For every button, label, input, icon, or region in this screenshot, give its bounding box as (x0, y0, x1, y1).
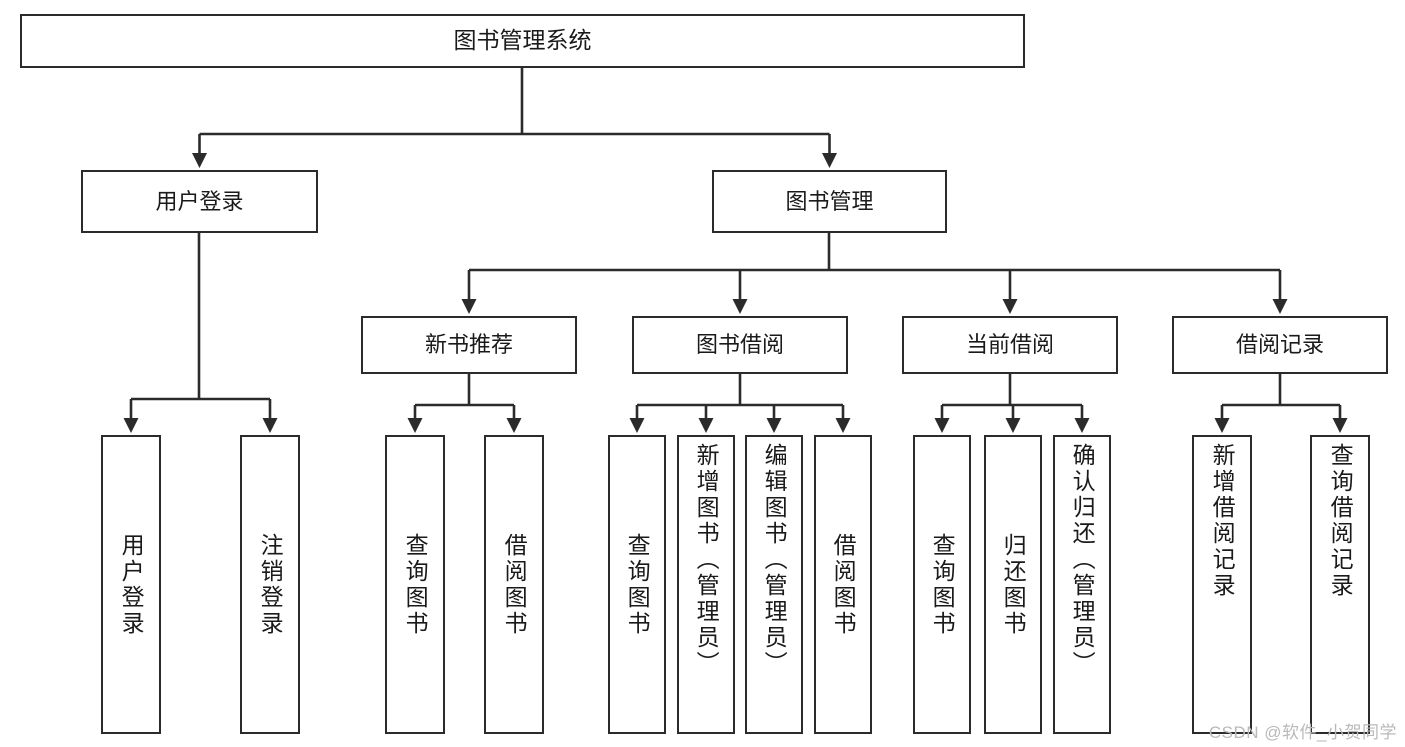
node-label-current-borrow: 当前借阅 (965, 332, 1054, 358)
node-label-leaf-query-book-recommend: 查询图书 (402, 532, 429, 637)
node-label-leaf-borrow-book-recommend: 借阅图书 (501, 532, 528, 637)
node-label-leaf-query-book-borrow: 查询图书 (624, 532, 651, 637)
node-book-borrow[interactable]: 图书借阅 (632, 316, 848, 374)
node-label-root: 图书管理系统 (453, 27, 592, 54)
node-label-user-login: 用户登录 (155, 188, 244, 214)
node-label-leaf-add-book-admin: 新增图书（管理员） (693, 443, 720, 677)
node-leaf-borrow-book[interactable]: 借阅图书 (814, 435, 872, 734)
node-label-leaf-query-book-current: 查询图书 (929, 532, 956, 637)
node-label-leaf-logout-login: 注销登录 (257, 532, 284, 637)
node-leaf-borrow-book-recommend[interactable]: 借阅图书 (484, 435, 544, 734)
node-leaf-logout-login[interactable]: 注销登录 (240, 435, 300, 734)
node-leaf-query-borrow-record[interactable]: 查询借阅记录 (1310, 435, 1370, 734)
node-leaf-query-book-borrow[interactable]: 查询图书 (608, 435, 666, 734)
node-label-leaf-return-book: 归还图书 (1000, 532, 1027, 637)
node-leaf-user-login[interactable]: 用户登录 (101, 435, 161, 734)
node-leaf-confirm-return-admin[interactable]: 确认归还（管理员） (1053, 435, 1111, 734)
node-leaf-return-book[interactable]: 归还图书 (984, 435, 1042, 734)
node-label-leaf-borrow-book: 借阅图书 (830, 532, 857, 637)
node-leaf-add-book-admin[interactable]: 新增图书（管理员） (677, 435, 735, 734)
node-label-leaf-query-borrow-record: 查询借阅记录 (1327, 443, 1354, 599)
node-root[interactable]: 图书管理系统 (20, 14, 1025, 68)
node-label-leaf-edit-book-admin: 编辑图书（管理员） (761, 443, 788, 677)
node-label-book-borrow: 图书借阅 (695, 332, 784, 358)
node-label-borrow-record: 借阅记录 (1235, 332, 1324, 358)
node-new-book-recommend[interactable]: 新书推荐 (361, 316, 577, 374)
node-borrow-record[interactable]: 借阅记录 (1172, 316, 1388, 374)
node-book-manage[interactable]: 图书管理 (712, 170, 947, 233)
node-current-borrow[interactable]: 当前借阅 (902, 316, 1118, 374)
node-leaf-add-borrow-record[interactable]: 新增借阅记录 (1192, 435, 1252, 734)
node-leaf-query-book-recommend[interactable]: 查询图书 (385, 435, 445, 734)
node-user-login[interactable]: 用户登录 (81, 170, 318, 233)
node-label-leaf-add-borrow-record: 新增借阅记录 (1209, 443, 1236, 599)
node-label-leaf-confirm-return-admin: 确认归还（管理员） (1069, 443, 1096, 677)
node-label-book-manage: 图书管理 (785, 188, 874, 214)
node-label-leaf-user-login: 用户登录 (118, 532, 145, 637)
watermark-text: CSDN @软件_小贺同学 (1208, 723, 1397, 742)
node-label-new-book-recommend: 新书推荐 (424, 332, 513, 358)
node-leaf-query-book-current[interactable]: 查询图书 (913, 435, 971, 734)
node-leaf-edit-book-admin[interactable]: 编辑图书（管理员） (745, 435, 803, 734)
